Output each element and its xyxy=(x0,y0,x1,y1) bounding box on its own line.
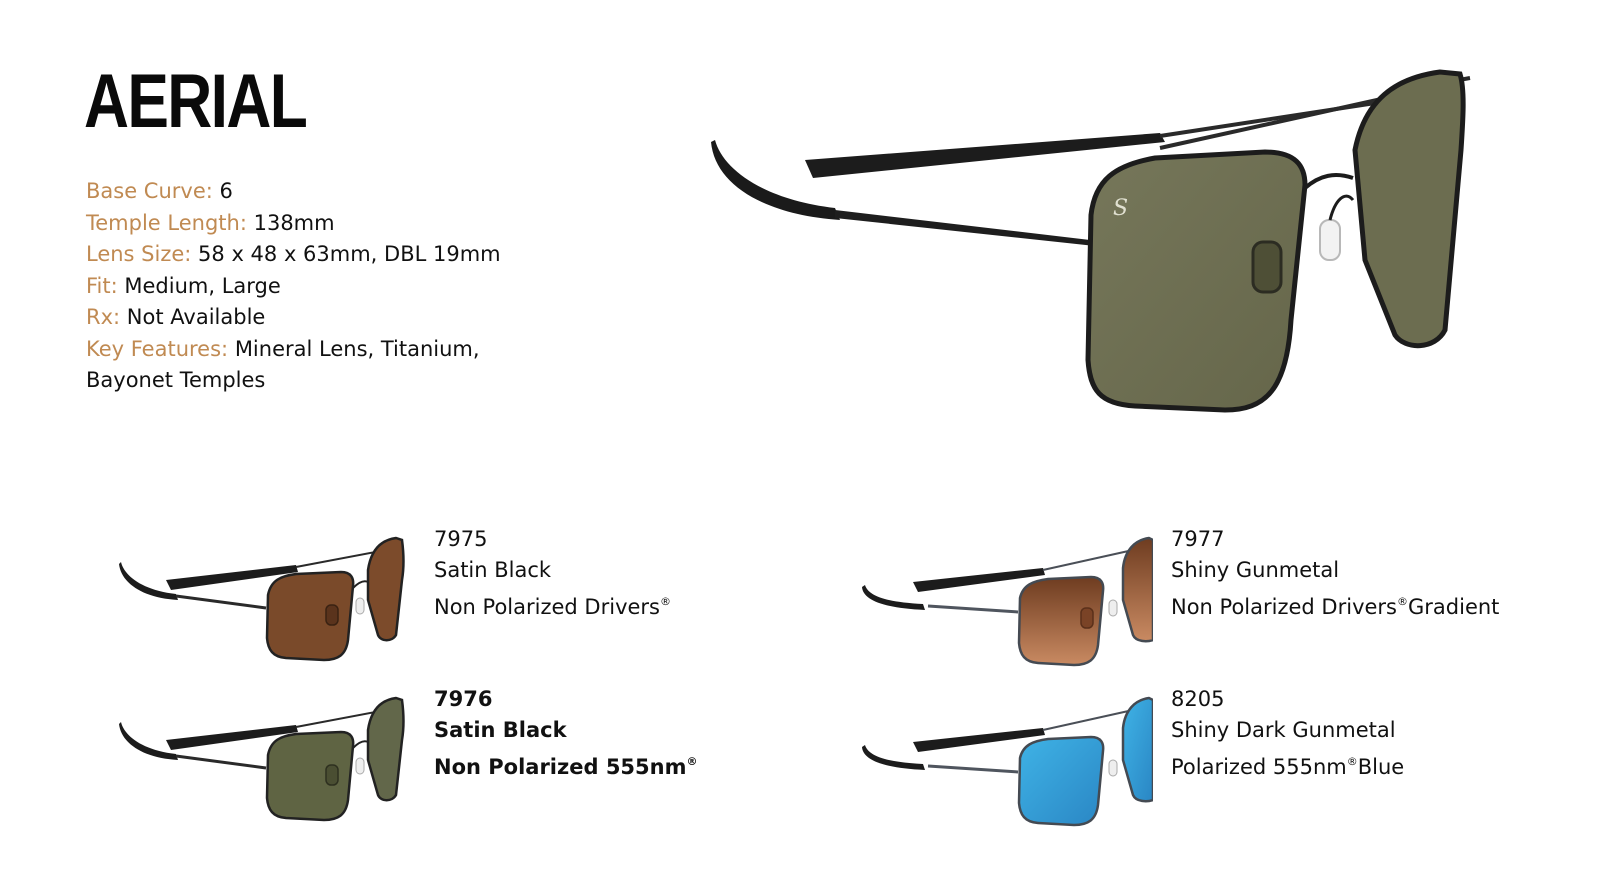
spec-value: Medium, Large xyxy=(124,273,281,298)
lens-text: Non Polarized 555nm xyxy=(434,755,687,779)
spec-key-features: Key Features: Mineral Lens, Titanium, xyxy=(86,334,526,366)
variant-info: 7977 Shiny Gunmetal Non Polarized Driver… xyxy=(1171,524,1499,623)
spec-base-curve: Base Curve: 6 xyxy=(86,176,526,208)
spec-value: 138mm xyxy=(253,210,335,235)
registered-mark: ® xyxy=(1346,755,1358,768)
variant-frame: Shiny Gunmetal xyxy=(1171,558,1340,582)
sunglasses-hero-image: S xyxy=(711,69,1471,413)
sunglasses-thumbnail-image xyxy=(119,696,405,822)
registered-mark: ® xyxy=(660,595,671,608)
variant-8205[interactable]: 8205 Shiny Dark Gunmetal Polarized 555nm… xyxy=(853,680,1553,830)
spec-value: Mineral Lens, Titanium, xyxy=(234,336,480,361)
variant-frame: Shiny Dark Gunmetal xyxy=(1171,718,1396,742)
variant-frame: Satin Black xyxy=(434,718,567,742)
spec-key-features-cont: Bayonet Temples xyxy=(86,365,526,397)
spec-label: Fit: xyxy=(86,273,118,298)
spec-fit: Fit: Medium, Large xyxy=(86,271,526,303)
lens-text: Non Polarized Drivers xyxy=(434,595,660,619)
spec-label: Base Curve: xyxy=(86,179,213,203)
variant-code: 7975 xyxy=(434,527,488,551)
spec-list: Base Curve: 6 Temple Length: 138mm Lens … xyxy=(86,176,526,397)
svg-text:S: S xyxy=(1113,196,1128,221)
spec-lens-size: Lens Size: 58 x 48 x 63mm, DBL 19mm xyxy=(86,239,526,271)
sunglasses-thumbnail-image xyxy=(119,536,405,662)
variant-frame: Satin Black xyxy=(434,558,552,582)
variant-7977[interactable]: 7977 Shiny Gunmetal Non Polarized Driver… xyxy=(853,520,1553,670)
spec-temple-length: Temple Length: 138mm xyxy=(86,208,526,240)
variant-lens: Non Polarized Drivers®Gradient xyxy=(1171,586,1499,623)
spec-label: Temple Length: xyxy=(86,210,247,235)
registered-mark: ® xyxy=(1397,595,1408,608)
spec-rx: Rx: Not Available xyxy=(86,302,526,334)
variant-lens: Non Polarized Drivers® xyxy=(434,586,671,623)
spec-label: Lens Size: xyxy=(86,242,192,266)
lens-suffix: Gradient xyxy=(1408,595,1500,619)
spec-label: Key Features: xyxy=(86,336,229,361)
spec-value: Bayonet Temples xyxy=(86,368,266,392)
spec-value: Not Available xyxy=(126,305,266,329)
lens-text: Non Polarized Drivers xyxy=(1171,595,1397,619)
product-title: AERIAL xyxy=(84,59,308,144)
variant-code: 7977 xyxy=(1171,527,1225,551)
variant-7975[interactable]: 7975 Satin Black Non Polarized Drivers® xyxy=(116,520,816,670)
spec-value: 58 x 48 x 63mm, DBL 19mm xyxy=(198,242,501,266)
variant-code: 8205 xyxy=(1171,687,1225,711)
variant-lens: Non Polarized 555nm® xyxy=(434,746,697,783)
spec-label: Rx: xyxy=(86,305,121,329)
variant-7976[interactable]: 7976 Satin Black Non Polarized 555nm® xyxy=(116,680,816,830)
variant-code: 7976 xyxy=(434,687,493,711)
spec-value: 6 xyxy=(219,179,233,203)
lens-suffix: Blue xyxy=(1357,755,1405,779)
variant-info: 7976 Satin Black Non Polarized 555nm® xyxy=(434,684,697,783)
sunglasses-thumbnail-image xyxy=(862,696,1153,827)
registered-mark: ® xyxy=(686,755,698,768)
variant-lens: Polarized 555nm®Blue xyxy=(1171,746,1404,783)
variant-info: 8205 Shiny Dark Gunmetal Polarized 555nm… xyxy=(1171,684,1404,783)
variant-info: 7975 Satin Black Non Polarized Drivers® xyxy=(434,524,671,623)
sunglasses-thumbnail-image xyxy=(862,536,1153,667)
lens-text: Polarized 555nm xyxy=(1171,755,1347,779)
